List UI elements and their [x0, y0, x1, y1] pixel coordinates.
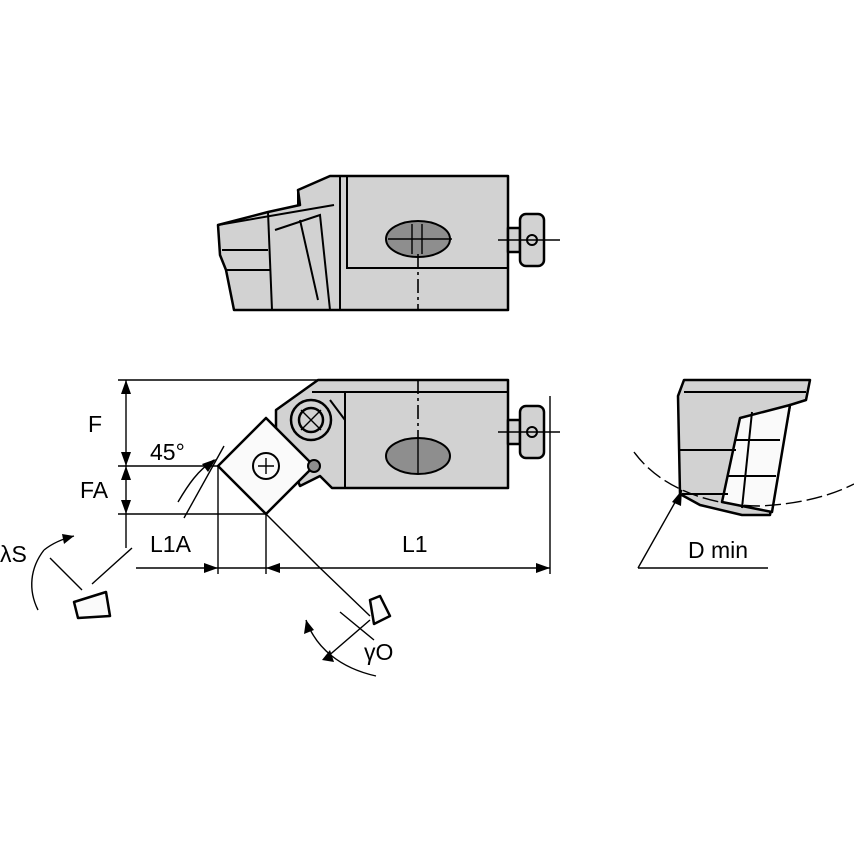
label-L1A: L1A	[150, 531, 192, 557]
label-gamma-o: γO	[364, 639, 393, 665]
coolant-plug-icon	[498, 212, 560, 268]
label-FA: FA	[80, 477, 109, 503]
coolant-plug-icon	[498, 404, 560, 460]
label-F: F	[88, 411, 102, 437]
label-lambda-s: λS	[0, 541, 27, 567]
label-L1: L1	[402, 531, 428, 557]
square-insert	[216, 416, 321, 516]
front-view	[216, 378, 560, 516]
top-view	[216, 174, 560, 312]
label-D-min: D min	[688, 537, 748, 563]
dimension-lines	[31, 379, 551, 677]
end-view	[633, 378, 854, 569]
label-45-degree: 45°	[150, 439, 185, 465]
